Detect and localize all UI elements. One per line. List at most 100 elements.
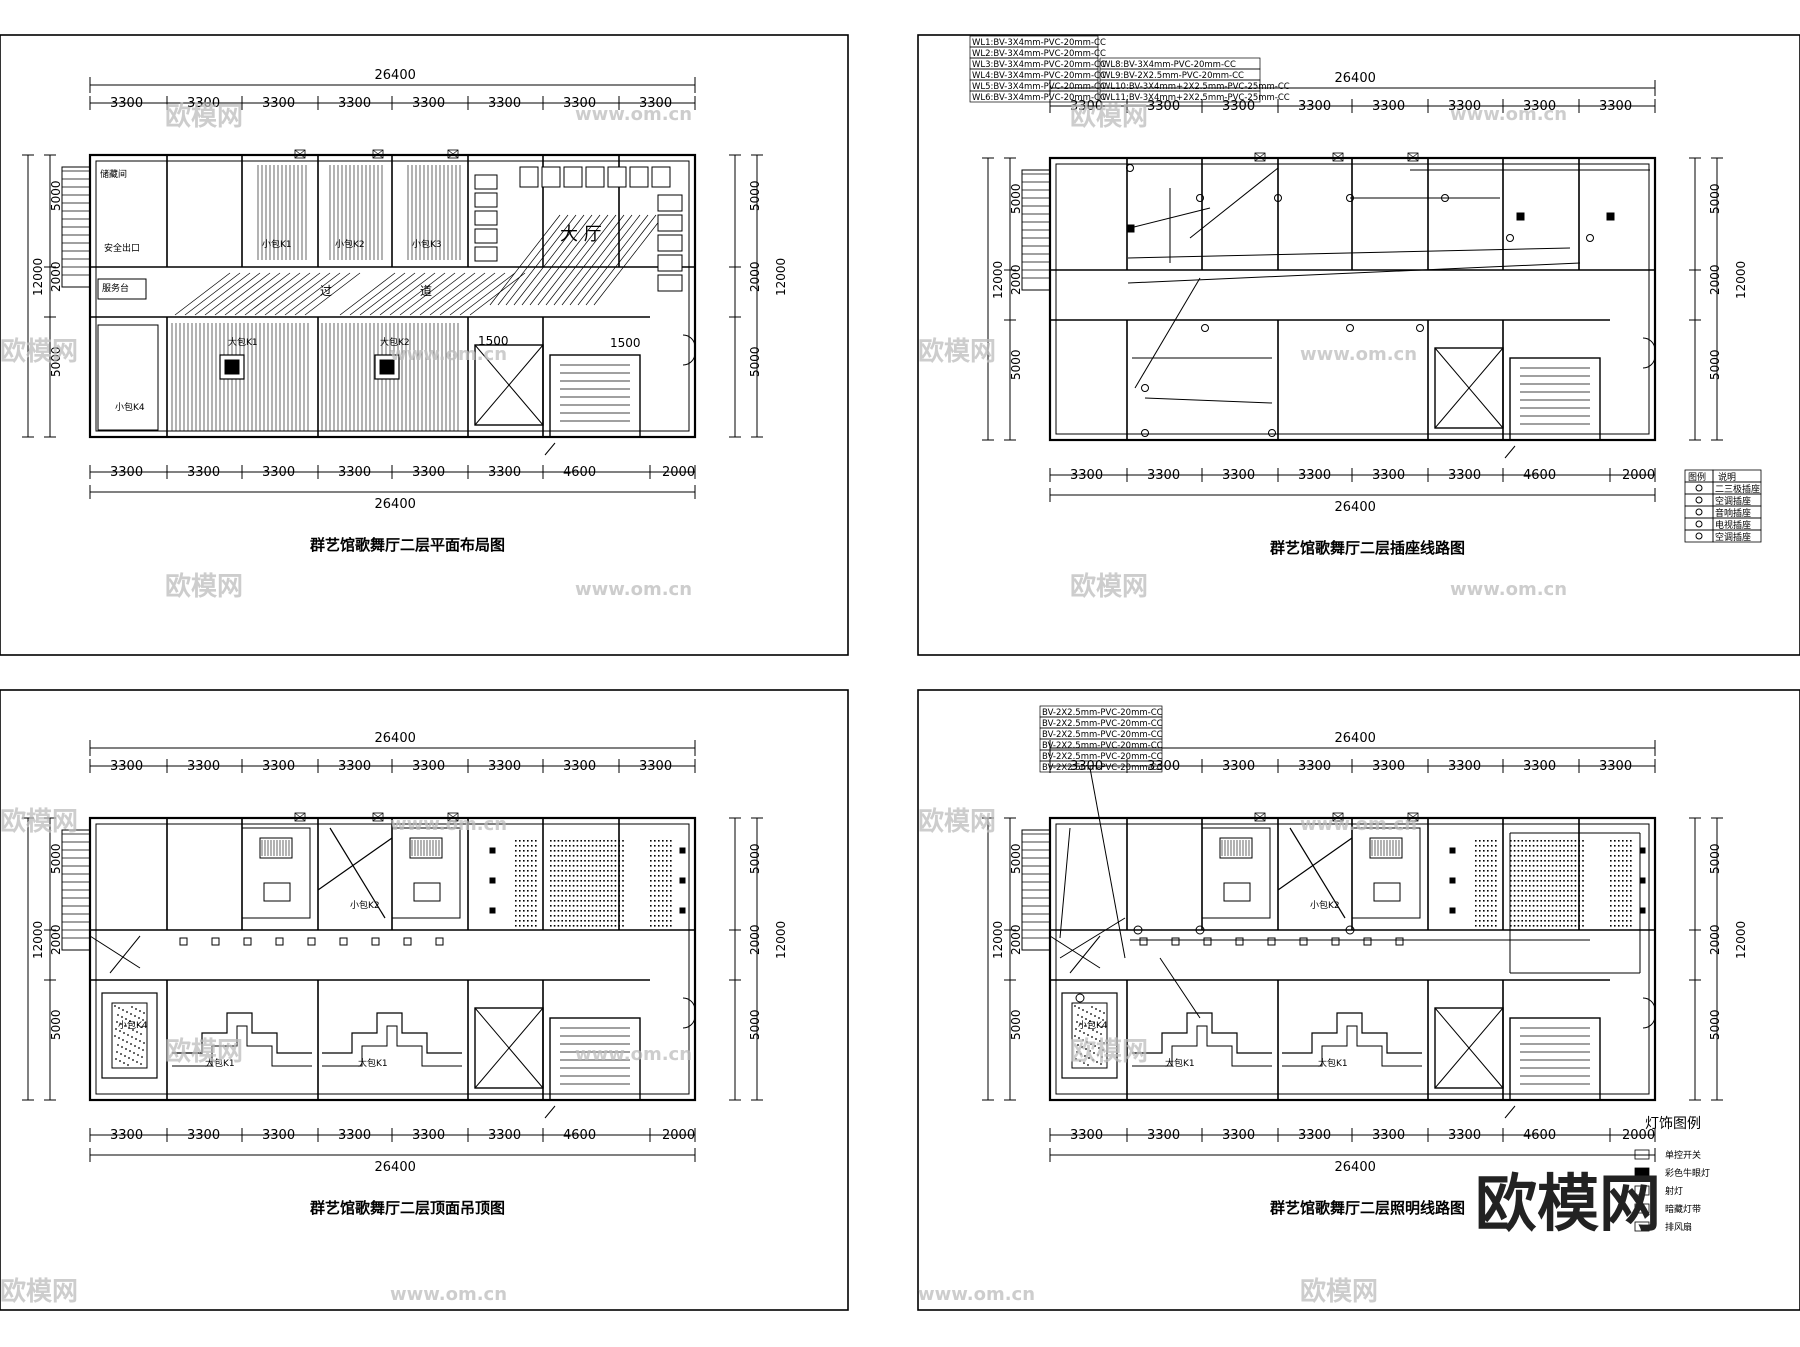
socket-symbol [1346, 194, 1354, 202]
circuit-label: WL4:BV-3X4mm-PVC-20mm-CC [972, 71, 1106, 81]
dim-total-right: 12000 [774, 921, 788, 959]
dim-label: 5000 [1708, 1009, 1722, 1040]
socket-details: WL1:BV-3X4mm-PVC-20mm-CCWL2:BV-3X4mm-PVC… [969, 35, 1762, 543]
ceiling-tray [391, 827, 461, 919]
sheet-frame [917, 34, 1800, 656]
dim-label: 3300 [262, 759, 295, 774]
break-mark [1504, 1105, 1516, 1119]
room-label: 小包K2 [335, 238, 365, 250]
legend-item: 空调插座 [1715, 495, 1751, 507]
sheet-frame [917, 689, 1800, 1311]
downlight [489, 847, 496, 854]
circuit-label: BV-2X2.5mm-PVC-20mm-CC [1042, 752, 1163, 762]
stepped-ceiling [1132, 1012, 1272, 1054]
downlight [1449, 847, 1456, 854]
switch-symbol [1345, 925, 1355, 935]
room-label: 小包K1 [262, 238, 292, 250]
lighting-details: BV-2X2.5mm-PVC-20mm-CC BV-2X2.5mm-PVC-20m… [1039, 705, 1710, 1233]
legend-item: 二三极插座 [1715, 483, 1760, 495]
dim-label: 3300 [1448, 1128, 1481, 1143]
floor-plan [61, 149, 697, 456]
dim-label: 3300 [488, 1128, 521, 1143]
dim-label: 3300 [338, 759, 371, 774]
watermark-logo: 欧模网 [1300, 1276, 1378, 1307]
dim-total-left: 12000 [991, 261, 1005, 299]
floor-plan [61, 812, 697, 1119]
exhaust-fan [447, 812, 459, 822]
dim-label: 3300 [1070, 759, 1103, 774]
exhaust-fan [372, 149, 384, 159]
dim-label: 2000 [1009, 264, 1023, 295]
dim-label: 3300 [488, 759, 521, 774]
downlight [1449, 907, 1456, 914]
dim-total-left: 12000 [31, 258, 45, 296]
dim-label: 5000 [49, 180, 63, 211]
corner-logo: 欧模网 [1475, 1167, 1661, 1240]
corridor-downlight [1331, 937, 1340, 946]
dim-label: 3300 [187, 465, 220, 480]
floor-plan [1021, 812, 1657, 1119]
socket-symbol [1416, 324, 1424, 332]
dim-label: 3300 [1222, 1128, 1255, 1143]
circuit-label: WL8:BV-3X4mm-PVC-20mm-CC [1102, 60, 1236, 70]
legend-item: 排风扇 [1665, 1221, 1692, 1233]
sheet-title: 群艺馆歌舞厅二层顶面吊顶图 [310, 1199, 505, 1217]
ac-socket [1516, 212, 1525, 221]
corridor-downlight [1171, 937, 1180, 946]
dim-label: 3300 [1599, 99, 1632, 114]
sofa [657, 214, 683, 232]
corridor-downlight [1235, 937, 1244, 946]
stairwell [1509, 357, 1601, 441]
break-mark [1504, 445, 1516, 459]
break-mark [544, 1105, 556, 1119]
dim-label: 5000 [1009, 183, 1023, 214]
socket-symbol [1346, 324, 1354, 332]
corridor-downlight [211, 937, 220, 946]
dim-total-left: 12000 [991, 921, 1005, 959]
legend-item: 音响插座 [1715, 507, 1751, 519]
room-label: 小包K4 [1078, 1019, 1108, 1031]
sheet-frame [0, 689, 849, 1311]
exhaust-fan [1254, 812, 1266, 822]
exhaust-fan [1254, 152, 1266, 162]
stepped-ceiling [172, 1025, 312, 1067]
dim-label: 3300 [563, 759, 596, 774]
watermark-logo: 欧模网 [165, 571, 243, 602]
dim-label: 3300 [1070, 1128, 1103, 1143]
room-label: 小包K4 [118, 1019, 148, 1031]
dim-label: 5000 [1708, 183, 1722, 214]
dim-label: 3300 [1372, 1128, 1405, 1143]
hall-ceiling-grid [1449, 840, 1646, 927]
watermark-logo: 欧模网 [918, 336, 996, 367]
corridor-downlight [403, 937, 412, 946]
floor-plan [1021, 152, 1657, 459]
watermark-logo: 欧模网 [1070, 1036, 1148, 1067]
corridor-downlight [339, 937, 348, 946]
room-label: 小包K2 [1310, 899, 1340, 911]
sofa [657, 254, 683, 272]
corridor-downlight [243, 937, 252, 946]
elevator-shaft [474, 344, 544, 426]
legend-title: 灯饰图例 [1645, 1116, 1701, 1132]
dim-total-left: 12000 [31, 921, 45, 959]
wiring [1126, 164, 1650, 437]
dim-label: 3300 [1147, 759, 1180, 774]
hall-ceiling-grid [489, 840, 686, 927]
room-label: 小包K2 [350, 899, 380, 911]
sofa [657, 194, 683, 212]
ceiling-tray [1351, 827, 1421, 919]
circuit-label: BV-2X2.5mm-PVC-20mm-CC [1042, 730, 1163, 740]
room-label: 大包K2 [380, 336, 410, 348]
watermark-url: www.om.cn [390, 814, 507, 835]
ac-socket [1126, 224, 1135, 233]
sofa [651, 166, 671, 188]
dim-label: 3300 [1222, 468, 1255, 483]
exhaust-fan [1407, 812, 1419, 822]
sofa [657, 234, 683, 252]
socket-symbol [1201, 324, 1209, 332]
dim-label: 5000 [1009, 1009, 1023, 1040]
dim-label: 5000 [49, 1009, 63, 1040]
ceiling-tray [241, 827, 311, 919]
legend-symbol [1634, 1221, 1650, 1232]
